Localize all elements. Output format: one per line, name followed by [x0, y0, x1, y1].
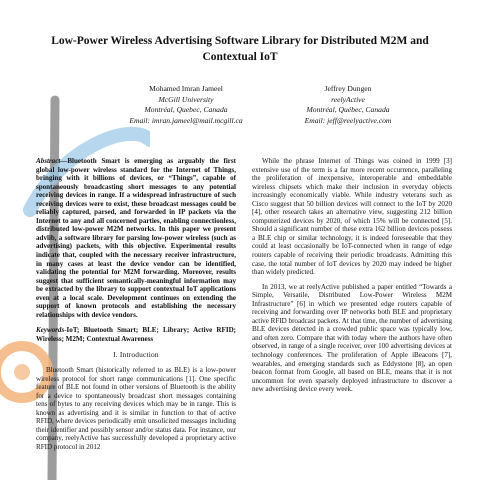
paper-title: Low-Power Wireless Advertising Software …	[51, 35, 429, 63]
abstract-label: Abstract	[36, 157, 61, 165]
body-paragraph-1: While the phrase Internet of Things was …	[252, 157, 452, 277]
author-email: Email: jeff@reelyactive.com	[304, 115, 392, 125]
keywords: Keywords-IoT; Bluetooth Smart; BLE; Libr…	[36, 326, 236, 343]
right-column: While the phrase Internet of Things was …	[252, 157, 452, 394]
author-affiliation: reelyActive	[331, 94, 365, 104]
left-column: Abstract—Bluetooth Smart is emerging as …	[36, 157, 236, 452]
author-block-2: Jeffrey Dungen reelyActive Montréal, Qué…	[258, 84, 438, 126]
author-block-1: Mohamed Imran Jameel McGill University M…	[96, 84, 276, 126]
author-email: Email: imran.jameel@mail.mcgill.ca	[129, 115, 243, 125]
author-location: Montréal, Québec, Canada	[306, 105, 390, 115]
abstract: Abstract—Bluetooth Smart is emerging as …	[36, 157, 236, 319]
keywords-label: Keywords	[36, 326, 65, 335]
abstract-text: —Bluetooth Smart is emerging as arguably…	[36, 157, 236, 319]
intro-paragraph: Bluetooth Smart (historically referred t…	[36, 366, 236, 451]
author-affiliation: McGill University	[158, 94, 214, 104]
author-name: Jeffrey Dungen	[324, 84, 372, 93]
body-paragraph-2: In 2013, we at reelyActive published a p…	[252, 282, 452, 394]
author-name: Mohamed Imran Jameel	[149, 84, 223, 93]
author-location: Montréal, Quebec, Canada	[144, 105, 228, 115]
keywords-text: -IoT; Bluetooth Smart; BLE; Library; Act…	[36, 326, 236, 343]
section-heading-introduction: I. Introduction	[113, 350, 159, 360]
